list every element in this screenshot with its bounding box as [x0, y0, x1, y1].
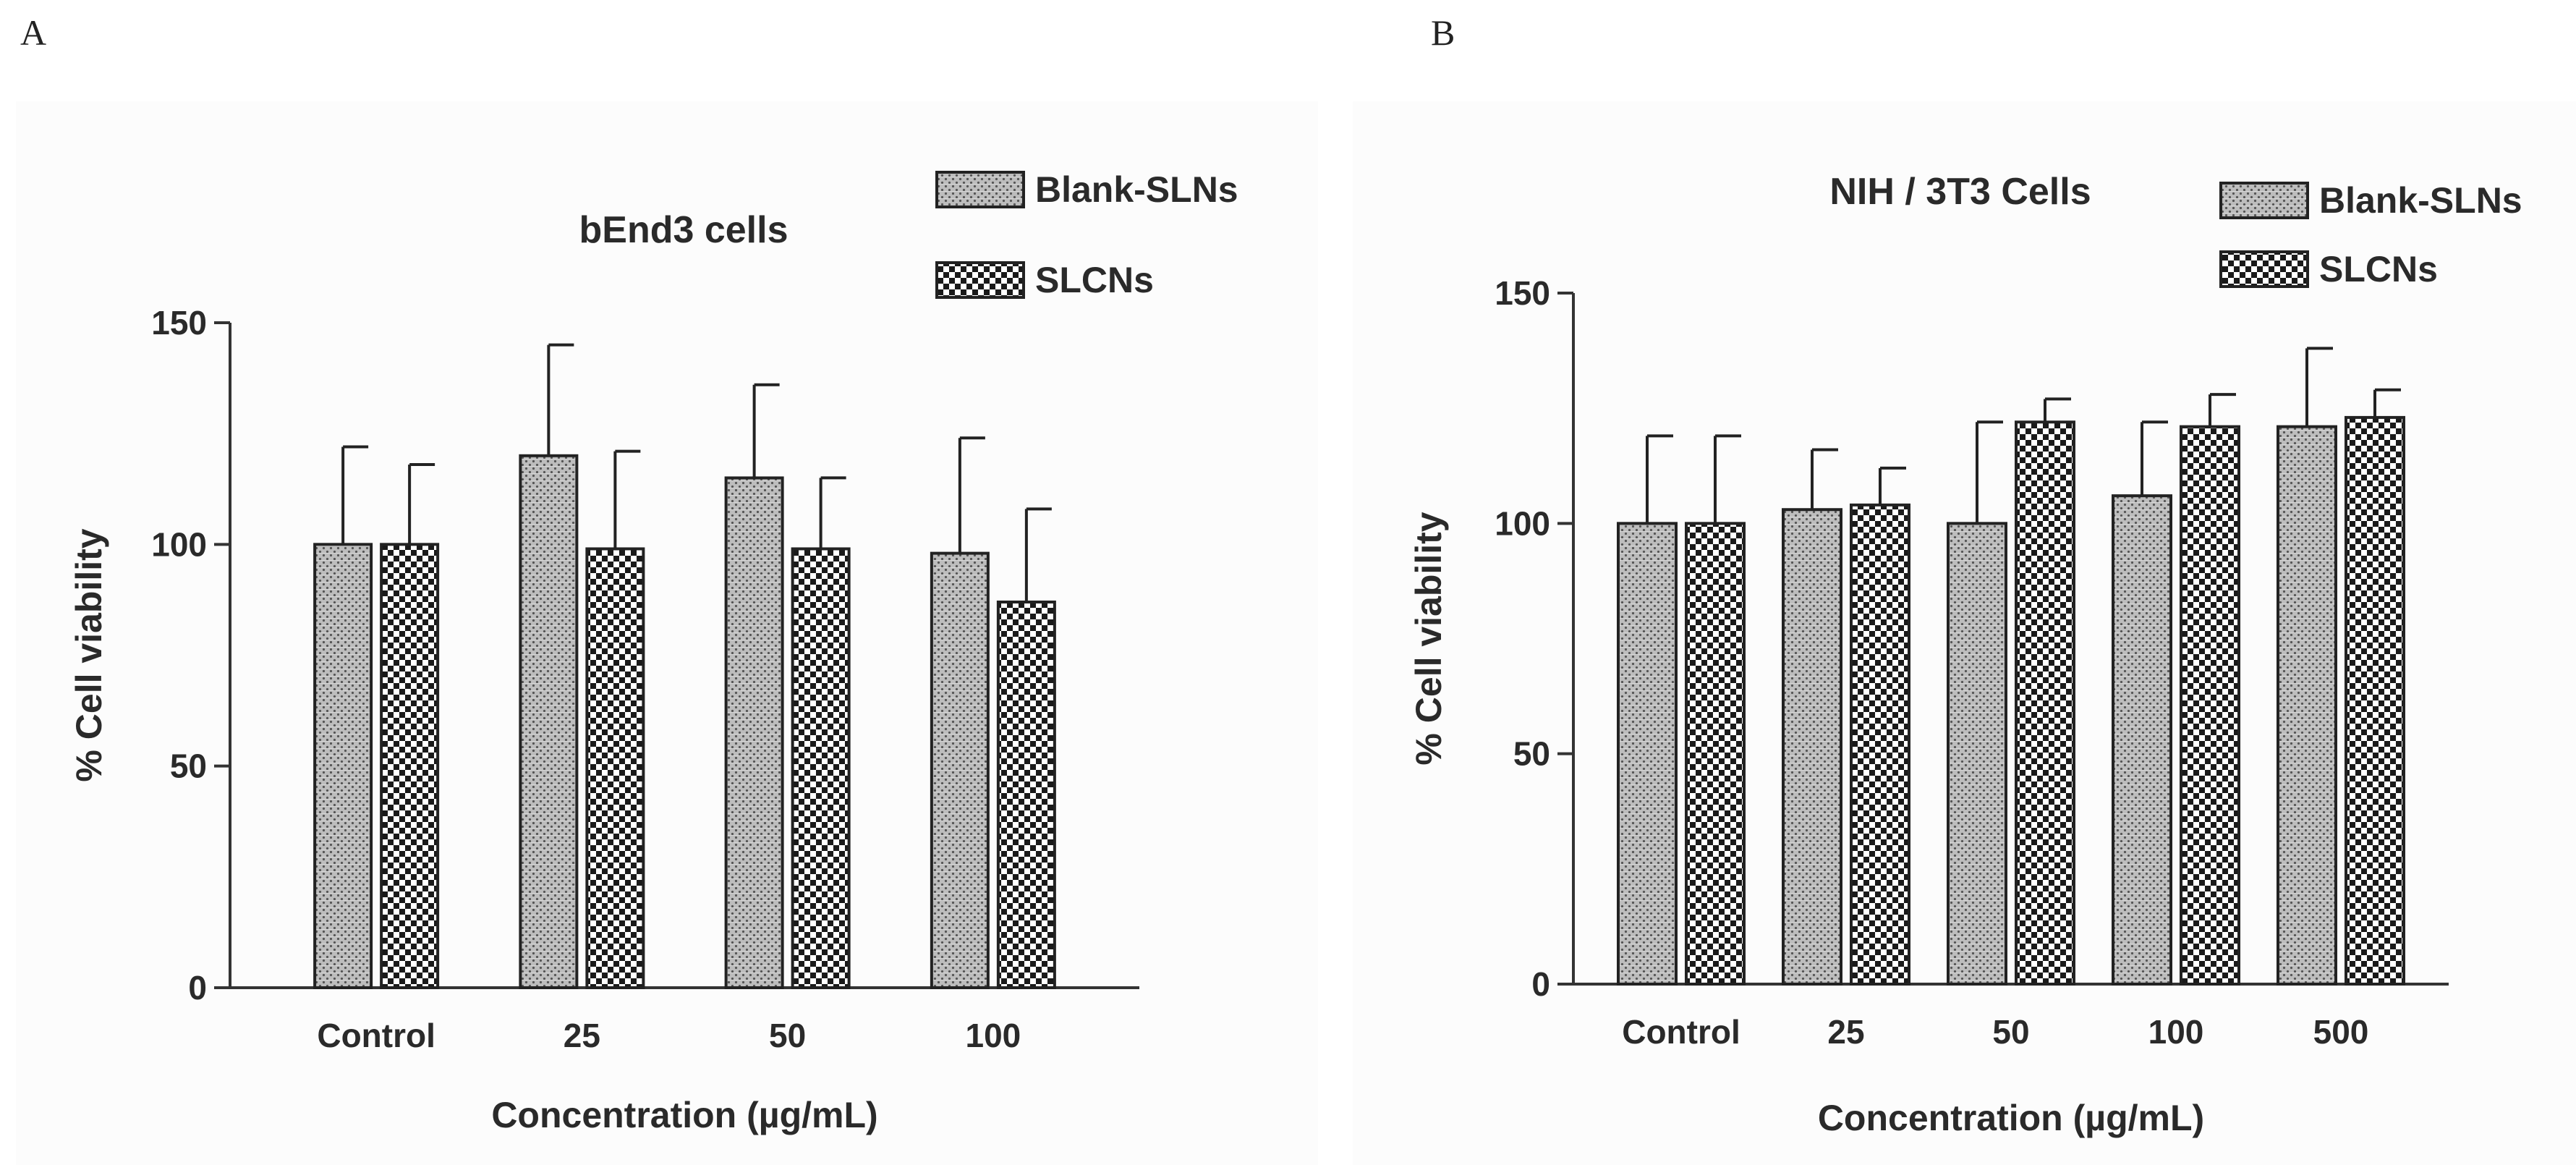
legend-label: Blank-SLNs	[1035, 169, 1238, 210]
legend-swatch	[2219, 182, 2309, 219]
legend-swatch	[935, 171, 1025, 208]
bar-slcns	[585, 547, 645, 989]
chart-bend3: bEnd3 cells 0 50 100 150 % Cell viabilityConc…	[69, 169, 1238, 1135]
chart-title: bEnd3 cells	[579, 209, 788, 251]
bar-slcns	[2015, 420, 2075, 986]
legend-swatch	[2219, 250, 2309, 288]
bar-blank-slns	[2277, 425, 2337, 986]
bar-blank-slns	[724, 476, 784, 989]
x-axis-label: Concentration (µg/mL)	[491, 1095, 877, 1135]
y-tick-label: 50	[1513, 735, 1550, 773]
bar-slcns	[2180, 425, 2240, 986]
chart-nih3t3: NIH / 3T3 Cells 0 50 100 150 % Cell viability…	[1408, 171, 2522, 1138]
x-tick-label: 25	[1827, 1013, 1864, 1051]
y-tick-label: 0	[1531, 965, 1550, 1003]
x-tick-label: 25	[564, 1017, 600, 1054]
bar-slcns	[1850, 503, 1910, 986]
y-tick-label: 150	[1495, 274, 1550, 312]
bar-blank-slns	[519, 454, 579, 989]
y-tick-label: 100	[1495, 504, 1550, 542]
bar-blank-slns	[1617, 522, 1678, 986]
x-tick-label: Control	[1622, 1013, 1740, 1051]
y-axis-label: % Cell viability	[1408, 512, 1449, 765]
chart-title: NIH / 3T3 Cells	[1829, 171, 2091, 213]
legend-label: Blank-SLNs	[2319, 180, 2522, 221]
x-tick-label: 50	[1992, 1013, 2029, 1051]
panel-a-letter: A	[20, 12, 46, 53]
x-tick-label: 100	[966, 1017, 1021, 1054]
bar-slcns	[380, 543, 440, 989]
bar-slcns	[996, 600, 1056, 989]
x-tick-label: Control	[317, 1017, 435, 1054]
bar-slcns	[1685, 522, 1746, 986]
panel-b-letter: B	[1431, 12, 1455, 53]
legend-swatch	[935, 261, 1025, 299]
legend-label: SLCNs	[2319, 249, 2438, 289]
bar-blank-slns	[1782, 508, 1842, 986]
bar-blank-slns	[2112, 494, 2172, 986]
bar-blank-slns	[1947, 522, 2007, 986]
legend-label: SLCNs	[1035, 260, 1154, 300]
y-tick-label: 100	[151, 525, 207, 563]
y-tick-label: 150	[151, 304, 207, 342]
y-axis-label: % Cell viability	[69, 528, 109, 781]
y-tick-label: 0	[188, 969, 207, 1007]
bar-slcns	[2345, 415, 2405, 986]
x-axis-label: Concentration (µg/mL)	[1818, 1098, 2204, 1138]
bar-blank-slns	[930, 551, 990, 989]
bar-blank-slns	[313, 543, 373, 989]
x-tick-label: 500	[2313, 1013, 2369, 1051]
y-tick-label: 50	[170, 747, 207, 785]
x-tick-label: 50	[769, 1017, 806, 1054]
x-tick-label: 100	[2148, 1013, 2204, 1051]
bar-slcns	[791, 547, 851, 989]
